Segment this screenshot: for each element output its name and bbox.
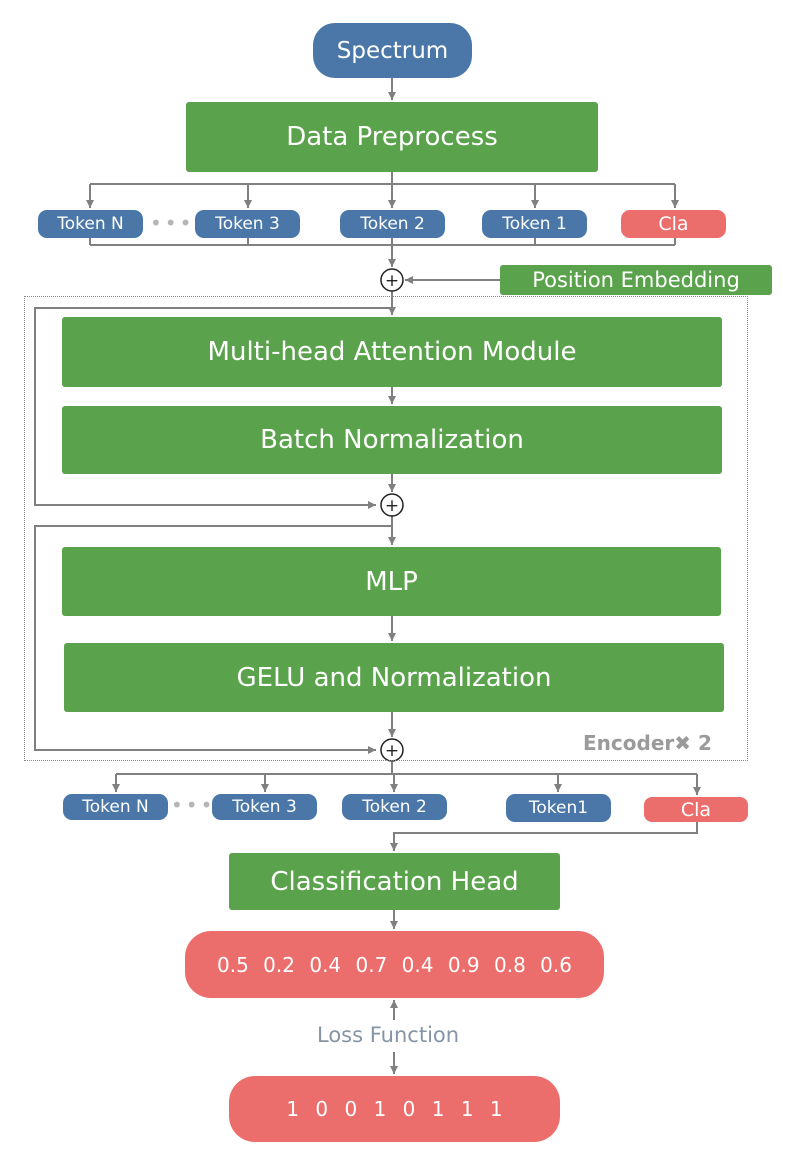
token-3-bottom: Token 3 (212, 794, 317, 820)
token-ellipsis-bottom: ••• (171, 793, 216, 817)
token-3-top: Token 3 (195, 210, 300, 238)
sum-symbol-2: + (385, 496, 399, 516)
sum-node-3: + (380, 738, 404, 762)
token-n-bottom: Token N (63, 794, 168, 820)
token-2-bottom: Token 2 (342, 794, 447, 820)
sum-symbol-1: + (385, 271, 399, 291)
token-2-top: Token 2 (340, 210, 445, 238)
batch-normalization-block: Batch Normalization (62, 406, 722, 474)
encoder-block-frame (24, 296, 748, 761)
token-ellipsis-top: ••• (150, 211, 195, 235)
ground-truth-labels: 1 0 0 1 0 1 1 1 (229, 1076, 560, 1142)
cls-token-top: Cla (621, 210, 726, 238)
token-1-top: Token 1 (482, 210, 587, 238)
multi-head-attention-block: Multi-head Attention Module (62, 317, 722, 387)
sum-node-1: + (380, 268, 404, 292)
mlp-block: MLP (62, 547, 721, 616)
loss-function-label: Loss Function (317, 1023, 460, 1047)
token-n-top: Token N (38, 210, 143, 238)
sum-symbol-3: + (385, 741, 399, 761)
cls-token-bottom: Cla (644, 797, 748, 822)
classification-head-block: Classification Head (229, 853, 560, 910)
position-embedding-block: Position Embedding (500, 265, 772, 295)
sum-node-2: + (380, 493, 404, 517)
data-preprocess-block: Data Preprocess (186, 102, 598, 172)
encoder-repeat-label: Encoder✖ 2 (583, 731, 712, 755)
token-1-bottom: Token1 (506, 794, 611, 822)
spectrum-input: Spectrum (313, 23, 472, 78)
gelu-normalization-block: GELU and Normalization (64, 643, 724, 712)
predicted-probabilities: 0.5 0.2 0.4 0.7 0.4 0.9 0.8 0.6 (185, 931, 604, 998)
